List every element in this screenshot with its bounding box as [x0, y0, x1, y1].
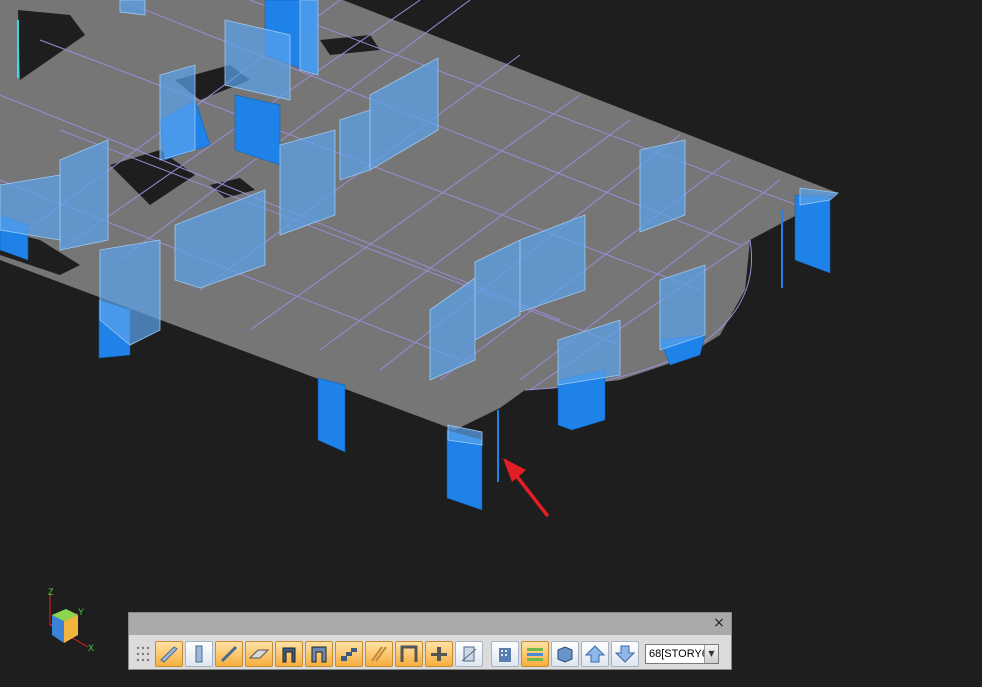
- edit-member-icon[interactable]: [455, 641, 483, 667]
- axis-z-label: Z: [48, 587, 54, 597]
- wall[interactable]: [0, 174, 61, 241]
- door-frame-icon[interactable]: [395, 641, 423, 667]
- wall[interactable]: [174, 189, 266, 289]
- column[interactable]: [317, 377, 346, 453]
- toolbar-buttons: 68[STORY68] ▼: [133, 640, 719, 668]
- brace-icon[interactable]: [215, 641, 243, 667]
- grip-icon[interactable]: [133, 642, 153, 666]
- wall-icon[interactable]: [275, 641, 303, 667]
- story-layers-icon[interactable]: [521, 641, 549, 667]
- story-select-value: 68[STORY68]: [649, 648, 705, 660]
- wall[interactable]: [119, 0, 146, 16]
- story-select[interactable]: 68[STORY68] ▼: [645, 644, 719, 664]
- opening-wall-icon[interactable]: [305, 641, 333, 667]
- connection-icon[interactable]: [425, 641, 453, 667]
- close-button[interactable]: ×: [713, 615, 725, 631]
- wall[interactable]: [474, 239, 521, 341]
- axis-triad: Z Y X: [40, 585, 100, 655]
- wall[interactable]: [369, 57, 439, 171]
- wall[interactable]: [224, 19, 291, 101]
- wall[interactable]: [659, 264, 706, 351]
- box-view-icon[interactable]: [551, 641, 579, 667]
- building-icon[interactable]: [491, 641, 519, 667]
- slab-icon[interactable]: [245, 641, 273, 667]
- wall[interactable]: [447, 424, 483, 446]
- stair-icon[interactable]: [335, 641, 363, 667]
- toolbar-titlebar[interactable]: ×: [129, 613, 731, 635]
- axis-y-label: Y: [78, 607, 84, 617]
- column[interactable]: [794, 194, 831, 274]
- slab-opening: [18, 10, 85, 80]
- wall[interactable]: [159, 64, 196, 161]
- wall[interactable]: [519, 214, 586, 313]
- floating-toolbar[interactable]: × 68[STORY68] ▼: [128, 612, 732, 670]
- wall[interactable]: [799, 187, 839, 206]
- wall[interactable]: [279, 129, 336, 236]
- wall[interactable]: [339, 109, 371, 181]
- wall[interactable]: [639, 139, 686, 233]
- column-icon[interactable]: [185, 641, 213, 667]
- wall[interactable]: [299, 0, 319, 76]
- story-up-icon[interactable]: [581, 641, 609, 667]
- slab-opening: [320, 35, 380, 55]
- story-down-icon[interactable]: [611, 641, 639, 667]
- floor-slab[interactable]: [0, 0, 838, 430]
- slab-opening: [110, 150, 195, 205]
- wall[interactable]: [557, 319, 621, 386]
- annotation-arrow: [503, 458, 549, 517]
- wall[interactable]: [429, 277, 476, 381]
- wall[interactable]: [99, 239, 161, 346]
- chevron-down-icon[interactable]: ▼: [704, 645, 718, 663]
- beam-icon[interactable]: [155, 641, 183, 667]
- line-load-icon[interactable]: [365, 641, 393, 667]
- axis-x-label: X: [88, 643, 94, 653]
